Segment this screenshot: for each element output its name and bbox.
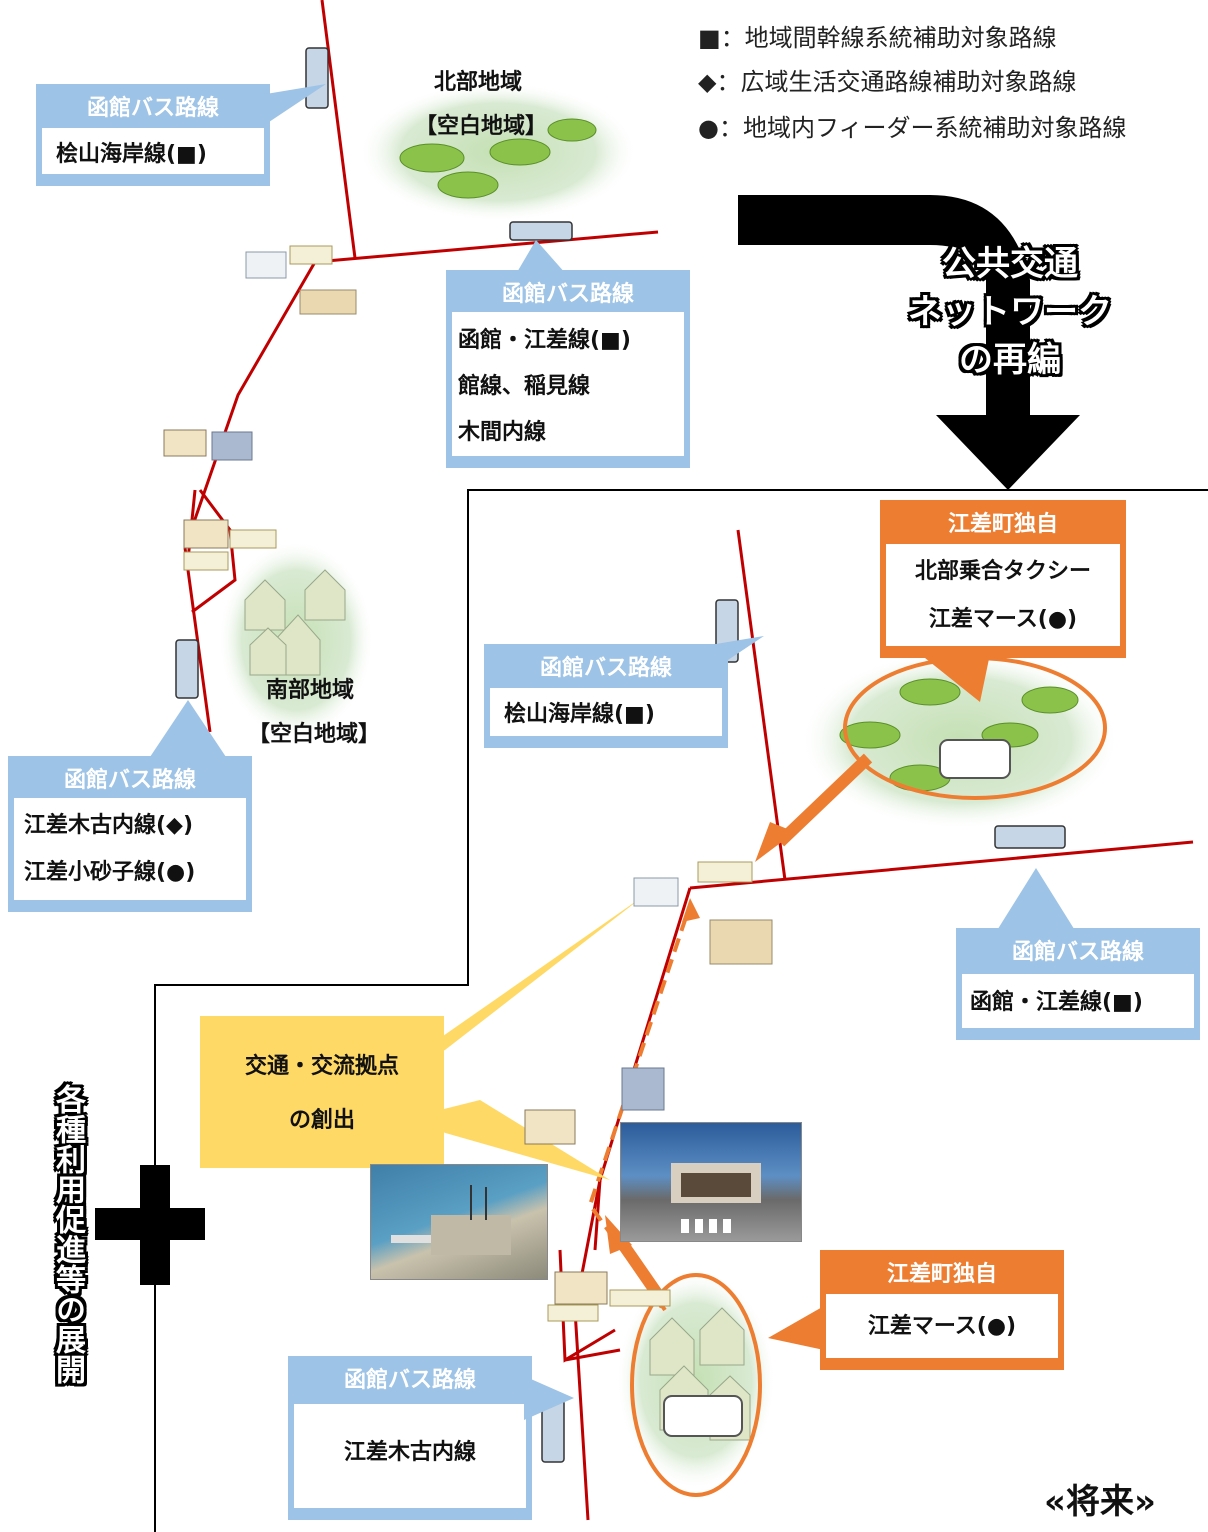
- callout-pointer: [148, 700, 228, 760]
- legend-text: ：地域間幹線系統補助対象路線: [720, 24, 1057, 52]
- hub-callout-pointer: [380, 895, 645, 1080]
- callout-body: 函館・江差線(■) 館線、稲見線 木間内線: [452, 312, 684, 456]
- route-name: 館線、稲見線: [458, 374, 591, 399]
- facility-photo: [620, 1122, 802, 1242]
- callout-body: 江差木古内線(◆) 江差小砂子線(●): [14, 798, 246, 900]
- reorg-line-2: ネットワーク: [908, 292, 1112, 332]
- reorg-line-1: 公共交通: [942, 244, 1078, 284]
- north-to-hub-arrowhead: [755, 822, 795, 862]
- callout-body: 北部乗合タクシー 江差マース(●): [886, 544, 1120, 646]
- route-name: 函館・江差線(■): [970, 990, 1143, 1015]
- callout-future-hakodate-esashi: 函館バス路線 函館・江差線(■): [956, 868, 1200, 1040]
- hub-callout-pointer-2: [400, 1100, 610, 1180]
- north-area-name: 北部地域: [434, 70, 523, 95]
- north-to-hub-arrow: [775, 753, 873, 847]
- callout-header: 函館バス路線: [446, 270, 690, 312]
- promotion-vertical-text: 各種利用促進等の展開: [50, 1084, 85, 1384]
- south-to-hub-arrowhead: [605, 1215, 632, 1254]
- callout-header: 函館バス路線: [956, 928, 1200, 974]
- reorg-text: 公共交通 ネットワーク の再編: [880, 240, 1140, 384]
- service-name: 江差マース(●): [928, 607, 1078, 632]
- current-buildings: [163, 245, 357, 571]
- route-name: 江差木古内線: [343, 1440, 476, 1465]
- callout-pointer: [920, 654, 990, 702]
- callout-future-kamiyama: 函館バス路線 桧山海岸線(■): [484, 636, 764, 748]
- future-dashed-route: [587, 904, 692, 1312]
- callout-current-south: 函館バス路線 江差木古内線(◆) 江差小砂子線(●): [8, 700, 252, 912]
- legend-item-wide-area: ◆：広域生活交通路線補助対象路線: [698, 62, 1076, 97]
- facility-photo-art: [671, 1163, 761, 1233]
- callout-body: 桧山海岸線(■): [490, 688, 722, 736]
- callout-header: 函館バス路線: [36, 84, 270, 128]
- service-name: 北部乗合タクシー: [914, 559, 1091, 584]
- callout-future-esashi-south: 江差町独自 江差マース(●): [768, 1250, 1064, 1370]
- north-area-status: 【空白地域】: [415, 114, 548, 139]
- route-name: 江差木古内線(◆): [24, 813, 194, 838]
- callout-pointer: [996, 868, 1076, 932]
- callout-body: 函館・江差線(■): [962, 974, 1194, 1028]
- diamond-icon: ◆: [698, 68, 717, 96]
- callout-body: 桧山海岸線(■): [42, 128, 264, 174]
- reorg-arrow: [738, 195, 1080, 490]
- legend-text: ：広域生活交通路線補助対象路線: [716, 68, 1077, 96]
- callout-pointer: [516, 240, 566, 274]
- callout-header: 江差町独自: [880, 500, 1126, 544]
- callout-body: 江差マース(●): [826, 1294, 1058, 1358]
- callout-header: 函館バス路線: [8, 756, 252, 798]
- callout-future-hub: 交通・交流拠点 の創出: [200, 1016, 444, 1168]
- callout-future-kikonai: 函館バス路線 江差木古内線: [288, 1356, 574, 1520]
- callout-pointer: [768, 1306, 824, 1350]
- dashed-arrowhead: [682, 898, 700, 922]
- south-houses: [244, 569, 346, 676]
- legend-text: ：地域内フィーダー系統補助対象路線: [718, 114, 1127, 142]
- callout-current-hakodate-esashi: 函館バス路線 函館・江差線(■) 館線、稲見線 木間内線: [446, 240, 690, 468]
- future-buildings: [524, 861, 773, 1322]
- callout-pointer: [524, 1376, 574, 1420]
- route-name: 桧山海岸線(■): [56, 142, 207, 167]
- callout-header: 江差町独自: [820, 1250, 1064, 1294]
- future-vehicles: [541, 599, 1066, 1463]
- route-name: 木間内線: [458, 420, 547, 445]
- service-name: 江差マース(●): [867, 1314, 1017, 1339]
- south-area-status: 【空白地域】: [248, 722, 381, 747]
- route-name: 函館・江差線(■): [458, 328, 631, 353]
- callout-current-kamiyama: 函館バス路線 桧山海岸線(■): [36, 84, 326, 186]
- legend-item-main-trunk: ■：地域間幹線系統補助対象路線: [698, 18, 1057, 53]
- callout-header: 函館バス路線: [288, 1356, 532, 1404]
- route-name: 桧山海岸線(■): [504, 702, 655, 727]
- hub-line-2: の創出: [288, 1108, 355, 1133]
- north-hills: [399, 118, 597, 199]
- callout-future-esashi-north: 江差町独自 北部乗合タクシー 江差マース(●): [880, 500, 1126, 702]
- callout-body: 江差木古内線: [294, 1404, 526, 1508]
- circle-icon: ●: [698, 114, 719, 142]
- hub-line-1: 交通・交流拠点: [244, 1054, 399, 1079]
- plus-horizontal: [95, 1208, 205, 1240]
- callout-pointer: [704, 636, 764, 676]
- callout-header: 函館バス路線: [484, 644, 728, 688]
- reorg-line-3: の再編: [959, 340, 1061, 380]
- future-label: «将来»: [1044, 1482, 1156, 1522]
- route-name: 江差小砂子線(●): [24, 860, 196, 885]
- callout-pointer: [266, 84, 326, 124]
- hub-text: 交通・交流拠点 の創出: [200, 1016, 444, 1148]
- harbor-photo-art: [391, 1185, 511, 1255]
- south-area-name: 南部地域: [266, 678, 355, 703]
- legend-item-feeder: ●：地域内フィーダー系統補助対象路線: [698, 108, 1126, 143]
- future-south-loop: [630, 1273, 762, 1497]
- square-icon: ■: [698, 24, 721, 52]
- harbor-photo: [370, 1164, 548, 1280]
